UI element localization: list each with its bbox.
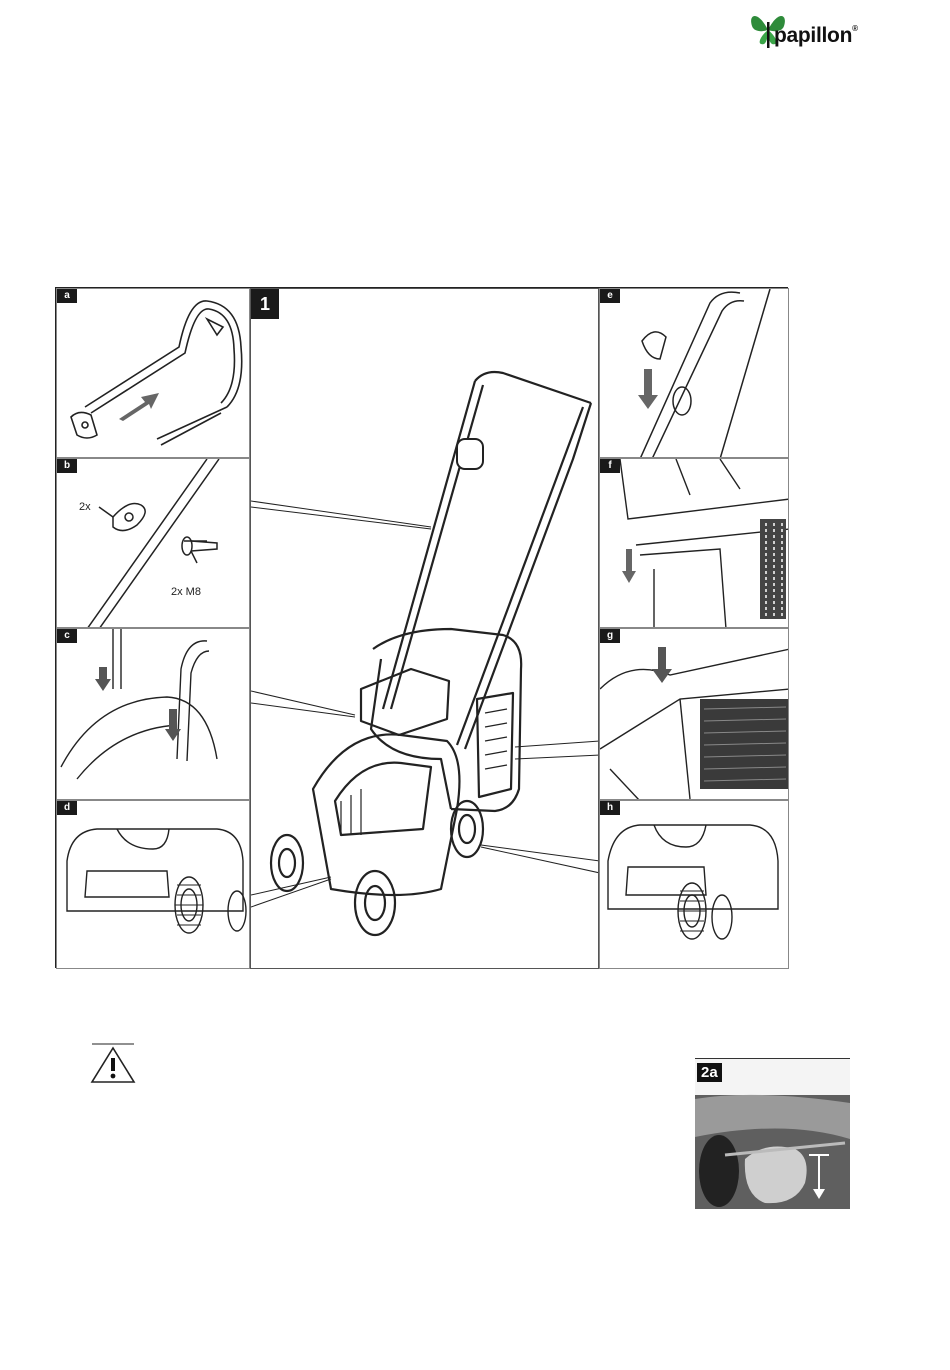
- panel-label-main: 1: [251, 289, 279, 319]
- warning-triangle-icon: [88, 1042, 138, 1086]
- panel-label-b: b: [57, 459, 77, 473]
- panel-label-a: a: [57, 289, 77, 303]
- photo-label: 2a: [697, 1063, 722, 1082]
- panel-d: d: [56, 800, 250, 969]
- callout-2x: 2x: [79, 501, 91, 513]
- panel-e: e: [599, 288, 789, 458]
- panel-label-g: g: [600, 629, 620, 643]
- panel-label-e: e: [600, 289, 620, 303]
- brand-logo: papillon®: [748, 8, 888, 52]
- panel-label-f: f: [600, 459, 620, 473]
- trademark-mark: ®: [852, 24, 858, 33]
- panel-f: f: [599, 458, 789, 628]
- logo-text: papillon: [774, 24, 852, 47]
- assembly-figure: a 2x 2x M8 b: [55, 287, 788, 968]
- panel-a: a: [56, 288, 250, 458]
- panel-h: h: [599, 800, 789, 969]
- panel-label-c: c: [57, 629, 77, 643]
- panel-label-h: h: [600, 801, 620, 815]
- panel-b: 2x 2x M8 b: [56, 458, 250, 628]
- photo-2a: 2a: [695, 1058, 850, 1209]
- panel-g: g: [599, 628, 789, 800]
- callout-2x-m8: 2x M8: [171, 586, 201, 598]
- panel-c: c: [56, 628, 250, 800]
- panel-label-d: d: [57, 801, 77, 815]
- panel-main: 1: [250, 288, 599, 969]
